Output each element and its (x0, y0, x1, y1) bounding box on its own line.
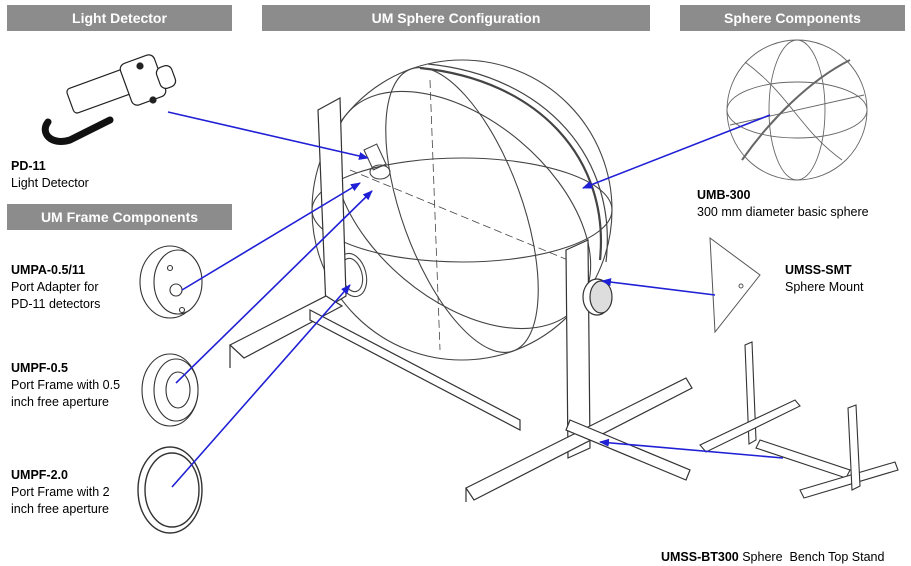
umpa-desc-2: PD-11 detectors (11, 297, 101, 311)
umb300-desc: 300 mm diameter basic sphere (697, 205, 869, 219)
header-um-frame-components: UM Frame Components (7, 204, 232, 230)
arrow-umss-smt (601, 278, 716, 296)
arrow-umpa (181, 182, 361, 291)
arrow-umss-bt300 (599, 438, 784, 459)
umpf05-code: UMPF-0.5 (11, 361, 68, 375)
umpf20-desc-1: Port Frame with 2 (11, 485, 110, 499)
header-light-detector: Light Detector (7, 5, 232, 31)
umb300-sphere-illustration (726, 39, 868, 181)
main-bench-frame-illustration (228, 97, 693, 502)
umpa-desc-1: Port Adapter for (11, 280, 99, 294)
umb300-code: UMB-300 (697, 188, 751, 202)
arrow-umpf05 (175, 190, 373, 384)
umpa-code: UMPA-0.5/11 (11, 263, 86, 277)
label-umpa: UMPA-0.5/11 Port Adapter for PD-11 detec… (11, 262, 100, 313)
umss-smt-desc: Sphere Mount (785, 280, 864, 294)
arrow-pd11 (167, 111, 369, 160)
pd11-detector-illustration (41, 54, 177, 145)
umss-smt-illustration (709, 236, 761, 334)
arrow-umpf20 (171, 284, 351, 488)
arrow-umb300 (582, 114, 771, 189)
label-umss-smt: UMSS-SMT Sphere Mount (785, 262, 864, 296)
umpf05-desc-1: Port Frame with 0.5 (11, 378, 121, 392)
label-umpf20: UMPF-2.0 Port Frame with 2 inch free ape… (11, 467, 110, 518)
umss-bt300-desc: Sphere Bench Top Stand (738, 550, 885, 564)
umpf20-code: UMPF-2.0 (11, 468, 68, 482)
header-um-sphere-configuration: UM Sphere Configuration (262, 5, 650, 31)
header-sphere-components: Sphere Components (680, 5, 905, 31)
umpf20-desc-2: inch free aperture (11, 502, 109, 516)
label-umss-bt300: UMSS-BT300 Sphere Bench Top Stand (654, 532, 885, 566)
label-pd11: PD-11 Light Detector (11, 158, 89, 192)
pd11-desc: Light Detector (11, 176, 89, 190)
umpa-illustration (139, 245, 203, 319)
umpf20-illustration (137, 446, 203, 534)
umpf05-desc-2: inch free aperture (11, 395, 109, 409)
pd11-code: PD-11 (11, 159, 46, 173)
umss-smt-code: UMSS-SMT (785, 263, 852, 277)
label-umpf05: UMPF-0.5 Port Frame with 0.5 inch free a… (11, 360, 120, 411)
label-umb300: UMB-300 300 mm diameter basic sphere (697, 187, 869, 221)
main-sphere-illustration (311, 59, 613, 361)
umpf05-illustration (141, 353, 199, 427)
umss-bt300-illustration (699, 341, 899, 499)
umss-bt300-code: UMSS-BT300 (660, 550, 739, 564)
callout-arrows (167, 111, 784, 488)
